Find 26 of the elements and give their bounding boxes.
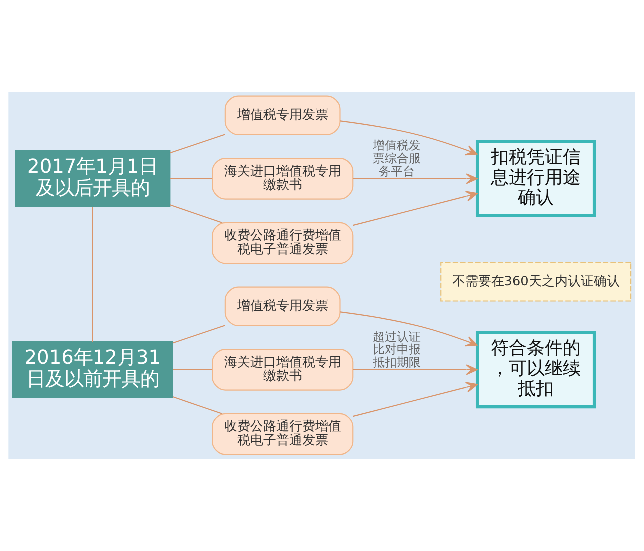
connector [172,396,222,414]
arrow [353,364,478,376]
node-box: 扣税凭证信息进行用途确认 [476,140,596,218]
node-box: 2017年1月1日及以后开具的 [15,150,171,208]
arrow [353,382,478,418]
node-box: 不需要在360天之内认证确认 [440,262,632,302]
connector [170,204,222,224]
arrow [340,312,478,347]
node-box: 增值税专用发票 [224,286,341,326]
arrow [353,174,478,184]
arrow [340,120,478,156]
edge-label: 增值税发票综合服务平台 [373,138,422,178]
node-box: 收费公路通行费增值税电子普通发票 [212,222,354,264]
arrow [353,191,478,226]
node-box: 增值税专用发票 [224,96,341,136]
connector [173,369,212,370]
node-box: 海关进口增值税专用缴款书 [212,349,354,391]
connector [172,325,226,344]
node-box: 收费公路通行费增值税电子普通发票 [212,413,354,456]
connector [170,134,226,154]
edge-label: 超过认证比对申报抵扣期限 [373,330,422,370]
connector [170,178,212,180]
node-box: 海关进口增值税专用缴款书 [212,158,354,200]
node-box: 符合条件的，可以继续抵扣 [476,331,596,409]
node-box: 2016年12月31日及以前开具的 [12,342,174,398]
connector [92,206,94,342]
